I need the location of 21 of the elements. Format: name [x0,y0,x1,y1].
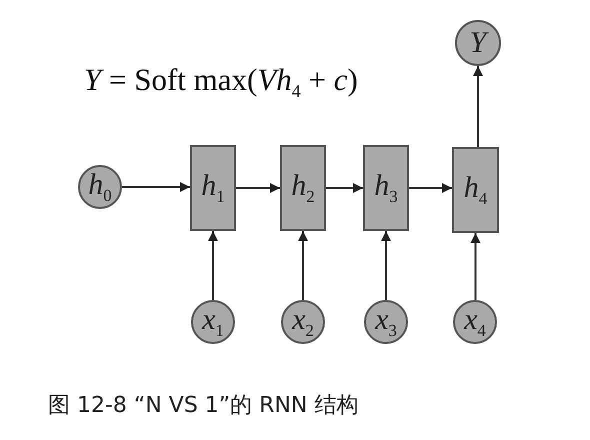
caption: 图 12-8 “N VS 1”的 RNN 结构 [48,392,358,420]
arrow [470,233,480,300]
arrow [409,183,452,193]
arrow [381,231,391,300]
hidden-state-box: h$_{3}$ [363,145,409,231]
hidden-state-box: h$_{2}$ [280,145,326,231]
state-circle: h$_{0}$ [78,165,122,209]
formula: Y = Soft max(Vh$_{4}$ + c) [84,62,358,102]
arrow [473,66,483,147]
arrow [298,231,308,300]
arrow [208,231,218,300]
state-circle: Y [455,20,501,66]
arrow [236,183,280,193]
state-circle: x$_{2}$ [281,300,325,344]
state-circle: x$_{1}$ [191,300,235,344]
state-circle: x$_{3}$ [364,300,408,344]
arrow [326,183,363,193]
hidden-state-box: h$_{4}$ [452,147,499,233]
hidden-state-box: h$_{1}$ [190,145,236,231]
arrow [122,182,190,192]
state-circle: x$_{4}$ [453,300,497,344]
